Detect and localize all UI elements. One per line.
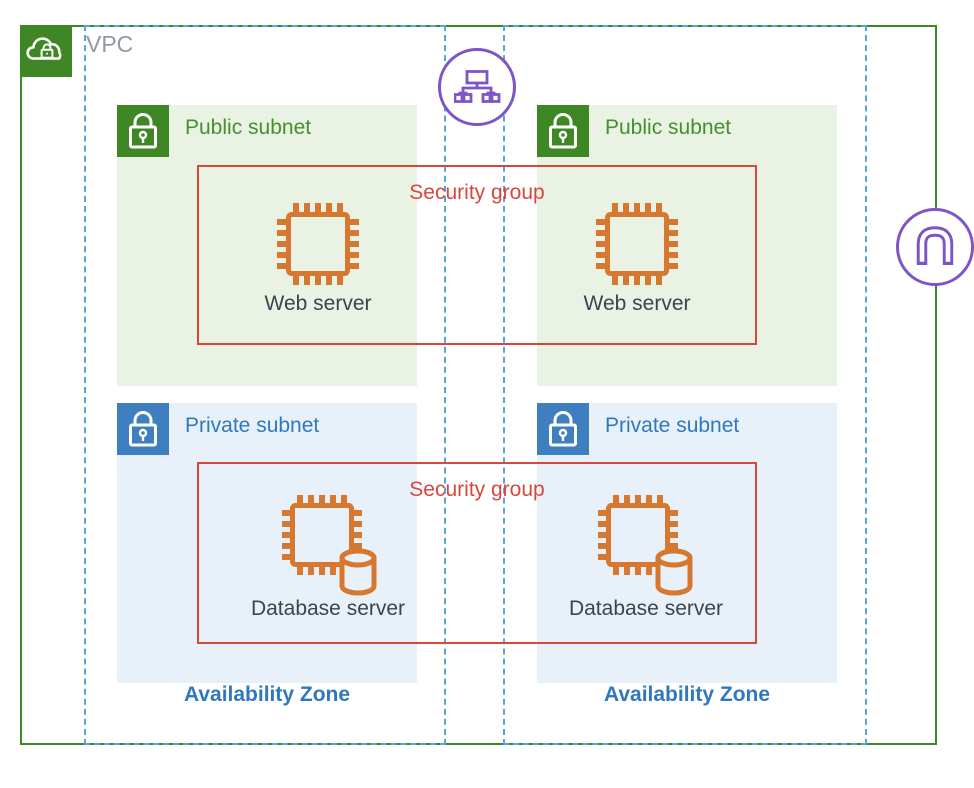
security-group-1: Security group	[197, 165, 757, 345]
security-group-2: Security group	[197, 462, 757, 644]
security-group-1-label: Security group	[409, 181, 545, 204]
availability-zone-2-boundary	[503, 25, 867, 745]
private-subnet-1: Private subnet	[117, 403, 417, 683]
database-server-icon	[596, 490, 696, 598]
web-server-chip-icon	[595, 202, 679, 286]
security-group-2-label: Security group	[409, 478, 545, 501]
public-subnet-lock-icon	[537, 105, 589, 157]
vpc-boundary	[20, 25, 937, 745]
database-server-icon	[280, 490, 380, 598]
private-subnet-lock-icon	[117, 403, 169, 455]
private-subnet-lock-icon	[537, 403, 589, 455]
availability-zone-2-label: Availability Zone	[603, 683, 771, 706]
public-subnet-1: Public subnet	[117, 105, 417, 386]
public-subnet-2: Public subnet	[537, 105, 837, 386]
vpc-label: VPC	[86, 31, 134, 57]
private-subnet-2: Private subnet	[537, 403, 837, 683]
vpc-router-icon	[438, 48, 516, 126]
availability-zone-1-boundary	[84, 25, 446, 745]
public-subnet-1-label: Public subnet	[185, 116, 312, 139]
database-server-1-label: Database server	[250, 597, 406, 620]
database-server-2-label: Database server	[568, 597, 724, 620]
public-subnet-lock-icon	[117, 105, 169, 157]
web-server-2-label: Web server	[583, 292, 691, 315]
vpc-cloud-lock-icon	[20, 25, 72, 77]
internet-gateway-icon	[896, 208, 974, 286]
web-server-1-label: Web server	[264, 292, 372, 315]
availability-zone-1-label: Availability Zone	[183, 683, 351, 706]
public-subnet-2-label: Public subnet	[605, 116, 732, 139]
private-subnet-1-label: Private subnet	[185, 414, 320, 437]
private-subnet-2-label: Private subnet	[605, 414, 740, 437]
web-server-chip-icon	[276, 202, 360, 286]
